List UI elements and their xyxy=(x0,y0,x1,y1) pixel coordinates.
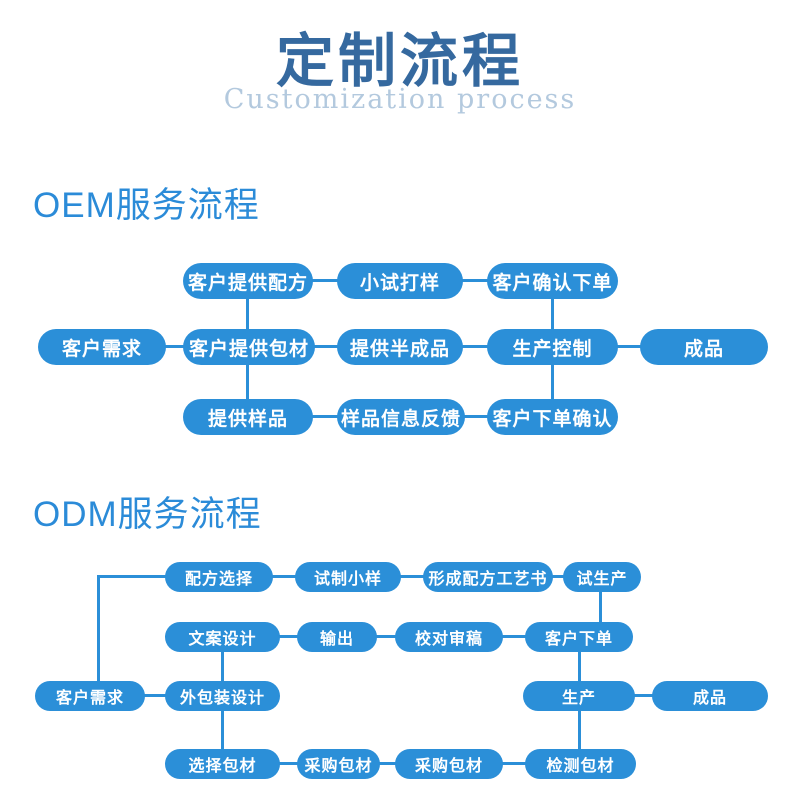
oem-connector xyxy=(461,345,489,348)
odm-connector xyxy=(97,575,167,578)
odm-node-customer-order: 客户下单 xyxy=(525,622,633,652)
oem-connector xyxy=(461,279,489,282)
odm-node-formula-process-document: 形成配方工艺书 xyxy=(423,562,553,592)
page-subtitle: Customization process xyxy=(223,84,577,115)
oem-node-sample-feedback: 样品信息反馈 xyxy=(337,399,465,435)
oem-connector xyxy=(551,363,554,401)
odm-node-select-packaging: 选择包材 xyxy=(165,749,280,779)
odm-connector xyxy=(399,575,425,578)
oem-connector xyxy=(311,279,339,282)
odm-connector xyxy=(221,709,224,751)
odm-node-output: 输出 xyxy=(297,622,377,652)
page-title: 定制流程 xyxy=(275,27,524,95)
oem-node-customer-confirms-order: 客户确认下单 xyxy=(487,263,618,299)
odm-connector xyxy=(578,709,581,751)
odm-node-formula-selection: 配方选择 xyxy=(165,562,273,592)
oem-node-customer-needs: 客户需求 xyxy=(38,329,166,365)
oem-connector xyxy=(164,345,185,348)
odm-node-copy-design: 文案设计 xyxy=(165,622,280,652)
odm-node-production: 生产 xyxy=(523,681,635,711)
oem-connector xyxy=(551,297,554,331)
odm-connector xyxy=(501,635,527,638)
odm-node-inspect-packaging: 检测包材 xyxy=(525,749,636,779)
oem-node-customer-order-confirm: 客户下单确认 xyxy=(487,399,618,435)
odm-connector xyxy=(221,650,224,683)
oem-node-trial-sample: 小试打样 xyxy=(337,263,463,299)
oem-node-provide-sample: 提供样品 xyxy=(183,399,313,435)
oem-node-finished-product: 成品 xyxy=(640,329,768,365)
odm-connector xyxy=(271,575,297,578)
odm-node-trial-small-sample: 试制小样 xyxy=(295,562,401,592)
oem-node-production-control: 生产控制 xyxy=(487,329,618,365)
odm-node-customer-needs: 客户需求 xyxy=(35,681,145,711)
odm-node-proofreading: 校对审稿 xyxy=(395,622,503,652)
odm-connector xyxy=(599,590,602,624)
odm-connector xyxy=(633,694,654,697)
oem-node-provide-semi-finished: 提供半成品 xyxy=(337,329,463,365)
odm-connector xyxy=(501,762,527,765)
odm-connector xyxy=(551,575,565,578)
oem-node-customer-provides-packaging: 客户提供包材 xyxy=(183,329,315,365)
odm-section-heading: ODM服务流程 xyxy=(33,495,262,534)
oem-section-heading: OEM服务流程 xyxy=(33,186,260,225)
oem-connector xyxy=(246,297,249,331)
odm-connector xyxy=(97,575,100,683)
odm-connector xyxy=(278,635,299,638)
odm-node-outer-packaging-design: 外包装设计 xyxy=(165,681,280,711)
oem-connector xyxy=(311,415,339,418)
oem-connector xyxy=(313,345,339,348)
oem-connector xyxy=(616,345,642,348)
odm-connector xyxy=(378,762,397,765)
odm-node-purchase-packaging-1: 采购包材 xyxy=(297,749,380,779)
oem-connector xyxy=(246,363,249,401)
odm-connector xyxy=(278,762,299,765)
odm-node-finished-product: 成品 xyxy=(652,681,768,711)
odm-node-trial-production: 试生产 xyxy=(563,562,641,592)
oem-node-customer-provides-formula: 客户提供配方 xyxy=(183,263,313,299)
odm-node-purchase-packaging-2: 采购包材 xyxy=(395,749,503,779)
odm-connector xyxy=(143,694,167,697)
odm-connector xyxy=(578,650,581,683)
odm-connector xyxy=(375,635,397,638)
oem-connector xyxy=(461,415,489,418)
